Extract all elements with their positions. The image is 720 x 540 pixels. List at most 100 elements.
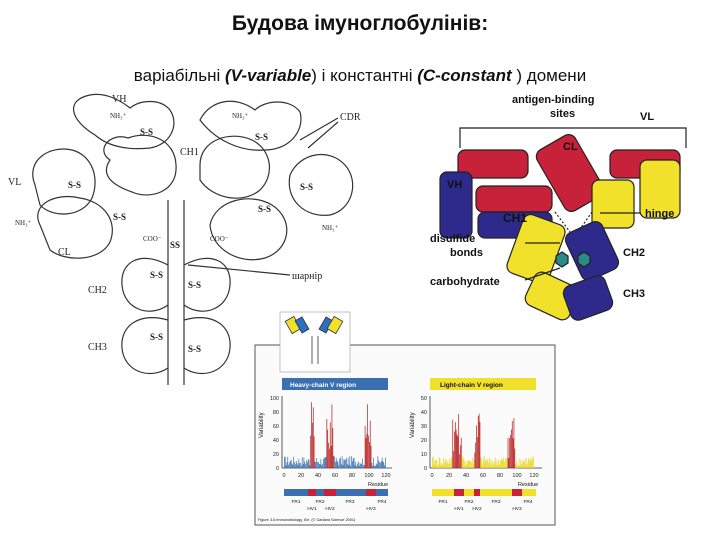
variability-bar: [374, 465, 375, 468]
left-antibody-diagram: [32, 93, 354, 385]
variability-bar: [473, 459, 475, 468]
cdr-leader-2: [307, 121, 339, 149]
variability-bar: [531, 460, 533, 468]
variability-bar: [525, 464, 527, 468]
variability-bar: [343, 459, 345, 468]
variability-bar: [438, 457, 440, 468]
variability-bar: [319, 464, 321, 468]
variability-bar: [462, 459, 464, 468]
ch3-loop-right: [183, 317, 231, 375]
variability-bar: [476, 425, 477, 468]
label-nh3-left: NH₃⁺: [15, 219, 32, 227]
vl-loop-right: [288, 154, 354, 216]
variability-bar: [502, 460, 504, 468]
variability-bar: [448, 463, 449, 468]
variability-bar: [366, 434, 368, 468]
variability-bar: [469, 460, 471, 468]
variability-bar: [299, 462, 300, 468]
variability-bar: [454, 422, 456, 468]
variability-bar: [377, 456, 379, 468]
variability-panel: Heavy-chain V region Variability Residue…: [254, 311, 556, 526]
variability-bar: [374, 465, 376, 468]
variability-bar: [506, 457, 508, 468]
variability-bar: [436, 459, 437, 468]
variability-bar: [384, 465, 385, 468]
variability-bar: [451, 456, 453, 468]
light-xtick: 60: [480, 473, 486, 479]
variability-bar: [320, 459, 322, 468]
label-ch2: CH2: [88, 285, 107, 296]
variability-bar: [514, 448, 516, 468]
light-region-labels: FR1 FR2 FR3 FR4 HV1 HV2 HV3: [438, 499, 532, 512]
variability-bar: [318, 463, 320, 468]
variability-bar: [494, 461, 495, 468]
variability-bar: [443, 463, 445, 468]
variability-bar: [512, 438, 514, 468]
label-hinge: шарнір: [292, 271, 322, 282]
vl-yellow-right: [639, 159, 681, 219]
variability-bar: [354, 465, 356, 468]
variability-bar: [369, 441, 370, 468]
variability-bar: [500, 461, 501, 468]
label-ch3: CH3: [623, 288, 645, 300]
variability-bar: [482, 464, 483, 468]
variability-bar: [455, 429, 457, 468]
variability-bar: [356, 465, 357, 468]
variability-bar: [471, 461, 472, 468]
variability-bar: [357, 461, 359, 468]
hinge-leader: [187, 264, 291, 276]
variability-bar: [359, 462, 361, 468]
variability-bar: [339, 458, 340, 468]
heavy-hv3-block: [366, 489, 376, 496]
variability-bar: [296, 463, 298, 468]
variability-bar: [310, 435, 312, 468]
ch1-loop-right: [199, 135, 271, 199]
variability-bar: [380, 461, 382, 468]
ss-mark: S‑S: [188, 344, 201, 354]
variability-bar: [357, 463, 358, 468]
mini-arm-l2: [294, 316, 310, 334]
variability-bar: [334, 456, 335, 468]
label-disulfide: disulfide: [430, 233, 475, 245]
variability-bar: [358, 465, 360, 468]
variability-bar: [501, 459, 503, 468]
variability-bar: [380, 462, 381, 468]
heavy-hv2-block: [324, 489, 336, 496]
variability-bar: [346, 464, 348, 468]
variability-bar: [466, 463, 468, 468]
variability-bar: [362, 458, 363, 468]
light-hv1-block: [454, 489, 464, 496]
variability-bar: [465, 464, 466, 468]
variability-bar: [505, 458, 506, 468]
variability-bar: [472, 464, 474, 468]
variability-bar: [500, 459, 502, 468]
variability-bar: [294, 462, 295, 468]
variability-bar: [353, 458, 355, 468]
variability-bar: [491, 462, 493, 468]
light-ytick: 30: [421, 424, 427, 430]
light-hv-label: HV2: [472, 506, 482, 512]
variability-bar: [440, 464, 442, 468]
variability-bar: [292, 464, 294, 468]
variability-bar: [300, 463, 301, 468]
ch2-loop-right: [183, 257, 231, 312]
variability-bar: [295, 464, 296, 468]
variability-bar: [301, 465, 302, 468]
variability-bar: [336, 460, 338, 468]
variability-bar: [442, 464, 443, 468]
light-ylabel: Variability: [410, 412, 416, 438]
variability-bar: [532, 457, 533, 468]
ss-mark: S‑S: [150, 332, 163, 342]
variability-bar: [520, 459, 522, 468]
variability-bar: [284, 456, 286, 468]
variability-bar: [375, 464, 377, 468]
variability-bar: [499, 463, 500, 468]
variability-bar: [306, 462, 308, 468]
variability-bar: [515, 464, 516, 468]
light-title-bar: [430, 378, 536, 390]
variability-bar: [478, 413, 480, 468]
variability-bar: [338, 465, 340, 468]
ss-mark: S‑S: [140, 127, 153, 137]
ss-mark: S‑S: [300, 182, 313, 192]
variability-bar: [323, 457, 325, 468]
